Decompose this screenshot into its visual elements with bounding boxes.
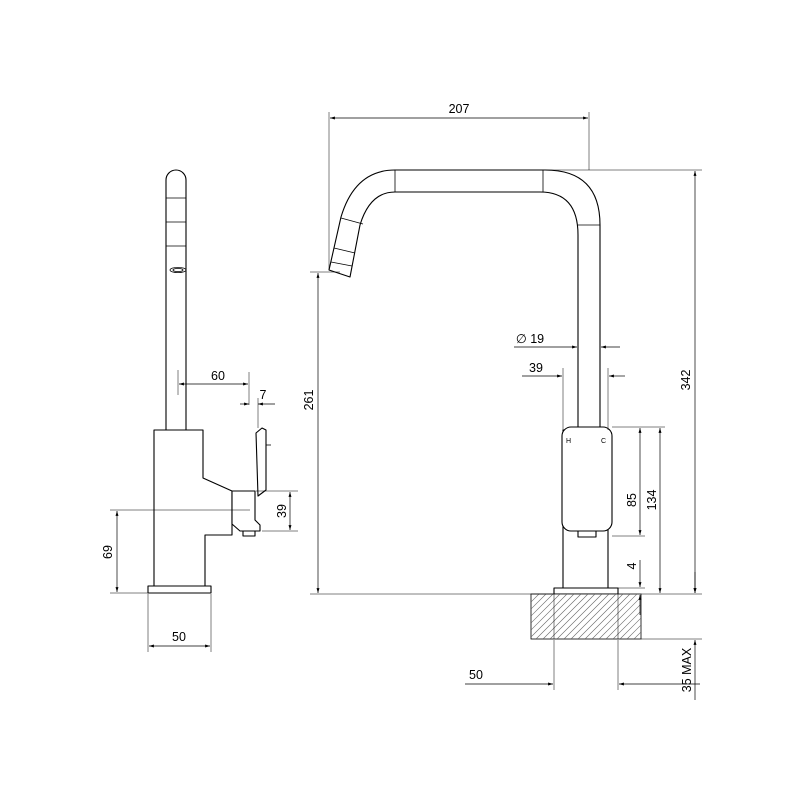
hatch-line [531, 594, 568, 631]
front-view: H C 207 261 342 ∅ 19 [302, 102, 742, 700]
hatch-line [531, 594, 575, 638]
front-dim-50: 50 [469, 668, 483, 682]
hatch-line [542, 594, 589, 639]
side-dim-7: 7 [260, 388, 267, 402]
side-lever-handle [231, 490, 261, 532]
hatch-line [619, 617, 641, 639]
hatch-line [640, 638, 641, 639]
front-cold-mark: C [601, 438, 606, 445]
hatch-line [598, 596, 641, 639]
hatch-line [612, 610, 641, 639]
hatch-line [480, 594, 525, 639]
hatch-line [605, 603, 641, 639]
side-dim-69: 69 [101, 545, 115, 559]
hatch-line [531, 594, 533, 596]
hatch-line [662, 594, 707, 639]
front-gooseneck-spout [328, 169, 601, 431]
hatch-line [591, 594, 638, 639]
front-dim-39: 39 [529, 361, 543, 375]
hatch-line [549, 594, 596, 639]
hatch-line [535, 594, 582, 639]
hatch-line [655, 594, 700, 639]
side-lever-blade [255, 427, 267, 497]
hatch-line [683, 594, 728, 639]
hatch-line [531, 594, 547, 610]
hatch-line [563, 594, 610, 639]
front-dim-207: 207 [449, 102, 470, 116]
side-dim-60: 60 [211, 369, 225, 383]
front-hot-mark: H [566, 438, 571, 445]
side-dim-39: 39 [275, 504, 289, 518]
benchtop-hatch [480, 593, 742, 640]
hatch-line [531, 594, 561, 624]
side-view: 60 7 39 69 50 [101, 169, 298, 652]
hatch-line [626, 624, 641, 639]
front-dim-342: 342 [679, 370, 693, 391]
hatch-line [556, 594, 603, 639]
hatch-line [570, 594, 617, 639]
front-dim-35-max: 35 MAX [680, 647, 694, 692]
hatch-line [697, 594, 742, 639]
front-base [553, 587, 619, 595]
side-base [147, 585, 212, 594]
side-aerator-outlet [169, 266, 187, 273]
hatch-line [584, 594, 631, 639]
hatch-line [531, 594, 554, 617]
hatch-line [648, 594, 693, 639]
side-dim-50: 50 [172, 630, 186, 644]
front-dim-4: 4 [625, 562, 639, 569]
side-spout-tube [165, 169, 187, 431]
front-dim-134: 134 [645, 490, 659, 511]
front-dim-diameter-19: ∅ 19 [516, 332, 544, 346]
hatch-line [676, 594, 721, 639]
front-dim-261: 261 [302, 390, 316, 411]
front-dim-85: 85 [625, 493, 639, 507]
hatch-line [669, 594, 714, 639]
side-mixer-body [153, 429, 233, 587]
hatch-line [531, 594, 540, 603]
hatch-line [577, 594, 624, 639]
hatch-line [690, 594, 735, 639]
